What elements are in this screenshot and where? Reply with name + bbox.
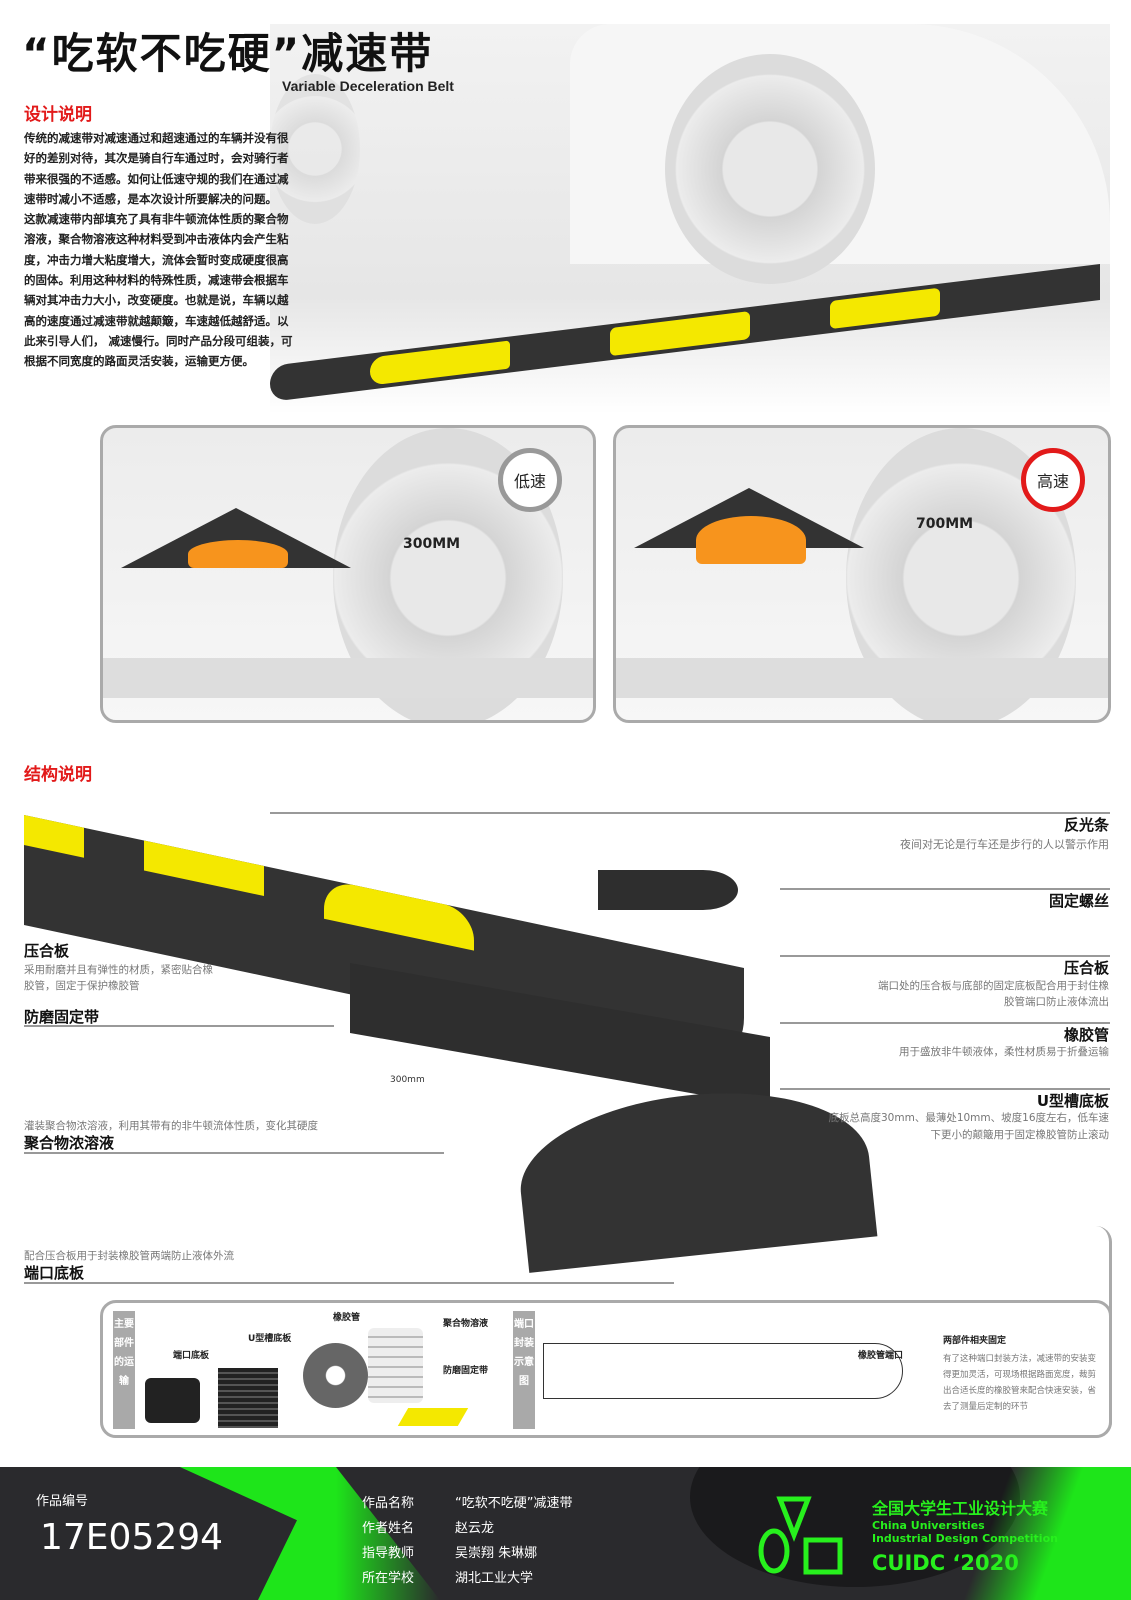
- label-rubber-tube: 橡胶管: [1063, 1026, 1109, 1044]
- info-value: “吃软不吃硬”减速带: [455, 1496, 573, 1511]
- wheel-image: [665, 54, 875, 284]
- screw-plate-image: [598, 870, 738, 910]
- competition-name: 全国大学生工业设计大赛: [872, 1499, 1049, 1518]
- speed-bump-image: [270, 264, 1100, 402]
- label-press-plate: 压合板: [1063, 959, 1109, 977]
- sealing-diagram: [543, 1343, 903, 1399]
- u-plate-stack-image: [218, 1368, 278, 1428]
- transport-item: 橡胶管: [333, 1313, 361, 1323]
- sealing-title: 两部件相夹固定: [943, 1336, 1007, 1346]
- dimension-label: 300mm: [390, 1075, 425, 1085]
- id-label: 作品编号: [36, 1494, 89, 1509]
- rear-wheel-image: [270, 74, 360, 224]
- transport-item: 防磨固定带: [443, 1366, 489, 1376]
- competition-en-line: China Universities: [872, 1519, 985, 1532]
- label-end-plate: 端口底板: [24, 1264, 85, 1282]
- label-desc: 端口处的压合板与底部的固定底板配合用于封住橡胶管端口防止液体流出: [878, 980, 1109, 1008]
- transport-panel: 主要部件的运输 端口底板 U型槽底板 橡胶管 聚合物溶液 防磨固定带 端口封装示…: [100, 1300, 1112, 1438]
- label-press-plate-left: 压合板: [24, 942, 70, 960]
- label-wear-strap: 防磨固定带: [24, 1008, 100, 1026]
- info-value: 赵云龙: [455, 1521, 495, 1536]
- info-values: “吃软不吃硬”减速带 赵云龙 吴崇翔 朱琳娜 湖北工业大学: [455, 1491, 572, 1591]
- sealing-vertical-label: 端口封装示意图: [513, 1311, 535, 1429]
- port-label: 橡胶管端口: [858, 1351, 904, 1361]
- competition-year: CUIDC ‘2020: [872, 1551, 1019, 1575]
- footer: 作品编号 17E05294 作品名称 作者姓名 指导教师 所在学校 “吃软不吃硬…: [0, 1467, 1131, 1600]
- transport-item: 端口底板: [173, 1351, 210, 1361]
- wear-strap-image: [397, 1408, 469, 1426]
- label-screw: 固定螺丝: [1048, 892, 1109, 910]
- hero-render: [270, 24, 1110, 414]
- design-paragraph: 传统的减速带对减速通过和超速通过的车辆并没有很好的差别对待，其次是骑自行车通过时…: [24, 131, 289, 206]
- label-desc: 采用耐磨并且有弹性的材质，紧密贴合橡胶管，固定于保护橡胶管: [24, 964, 213, 992]
- transport-vertical-label: 主要部件的运输: [113, 1311, 135, 1429]
- label-reflector: 反光条: [1063, 816, 1109, 834]
- transport-item: U型槽底板: [248, 1334, 292, 1344]
- competition-en: China Universities Industrial Design Com…: [872, 1519, 1058, 1545]
- design-description: 传统的减速带对减速通过和超速通过的车辆并没有很好的差别对待，其次是骑自行车通过时…: [24, 128, 299, 372]
- end-plate-stack-image: [145, 1378, 200, 1423]
- label-desc: 用于盛放非牛顿液体，柔性材质易于折叠运输: [899, 1046, 1109, 1058]
- info-value: 湖北工业大学: [455, 1571, 534, 1586]
- high-speed-panel: 700MM 高速: [613, 425, 1111, 723]
- label-desc: 配合压合板用于封装橡胶管两端防止液体外流: [24, 1250, 234, 1262]
- speed-badge: 低速: [498, 448, 562, 512]
- label-polymer: 聚合物浓溶液: [24, 1134, 115, 1152]
- competition-en-line: Industrial Design Competition: [872, 1532, 1058, 1545]
- low-speed-panel: 300MM 低速: [100, 425, 596, 723]
- cuidc-logo-icon: [758, 1496, 843, 1575]
- design-heading: 设计说明: [24, 105, 92, 125]
- info-key: 作品名称: [362, 1496, 415, 1511]
- label-desc: 底板总高度30mm、最薄处10mm、坡度16度左右，低车速下更小的颠簸用于固定橡…: [828, 1112, 1110, 1141]
- label-u-plate: U型槽底板: [1036, 1092, 1109, 1110]
- sealing-desc: 有了这种端口封装方法，减速带的安装变得更加灵活，可现场根据路面宽度，裁剪出合适长…: [943, 1354, 1097, 1412]
- height-label: 300MM: [403, 536, 461, 552]
- polymer-barrel-image: [368, 1328, 423, 1403]
- speed-badge: 高速: [1021, 448, 1085, 512]
- info-value: 吴崇翔 朱琳娜: [455, 1546, 538, 1561]
- label-desc: 灌装聚合物浓溶液，利用其带有的非牛顿流体性质，变化其硬度: [24, 1120, 318, 1132]
- height-label: 700MM: [916, 516, 974, 532]
- fluid-section: [696, 516, 806, 564]
- info-key: 所在学校: [362, 1571, 415, 1586]
- design-paragraph: 这款减速带内部填充了具有非牛顿流体性质的聚合物溶液，聚合物溶液这种材料受到冲击液…: [24, 212, 293, 369]
- fluid-section: [188, 540, 288, 568]
- label-desc: 夜间对无论是行车还是步行的人以警示作用: [900, 838, 1109, 851]
- info-key: 指导教师: [362, 1546, 415, 1561]
- poster-title: “吃软不吃硬”减速带: [22, 29, 434, 78]
- transport-item: 聚合物溶液: [443, 1319, 489, 1329]
- poster-subtitle: Variable Deceleration Belt: [282, 78, 454, 94]
- info-key: 作者姓名: [362, 1521, 415, 1536]
- rubber-tube-roll-image: [303, 1343, 368, 1408]
- info-keys: 作品名称 作者姓名 指导教师 所在学校: [362, 1491, 414, 1591]
- work-id: 17E05294: [40, 1517, 224, 1558]
- structure-heading: 结构说明: [24, 765, 92, 785]
